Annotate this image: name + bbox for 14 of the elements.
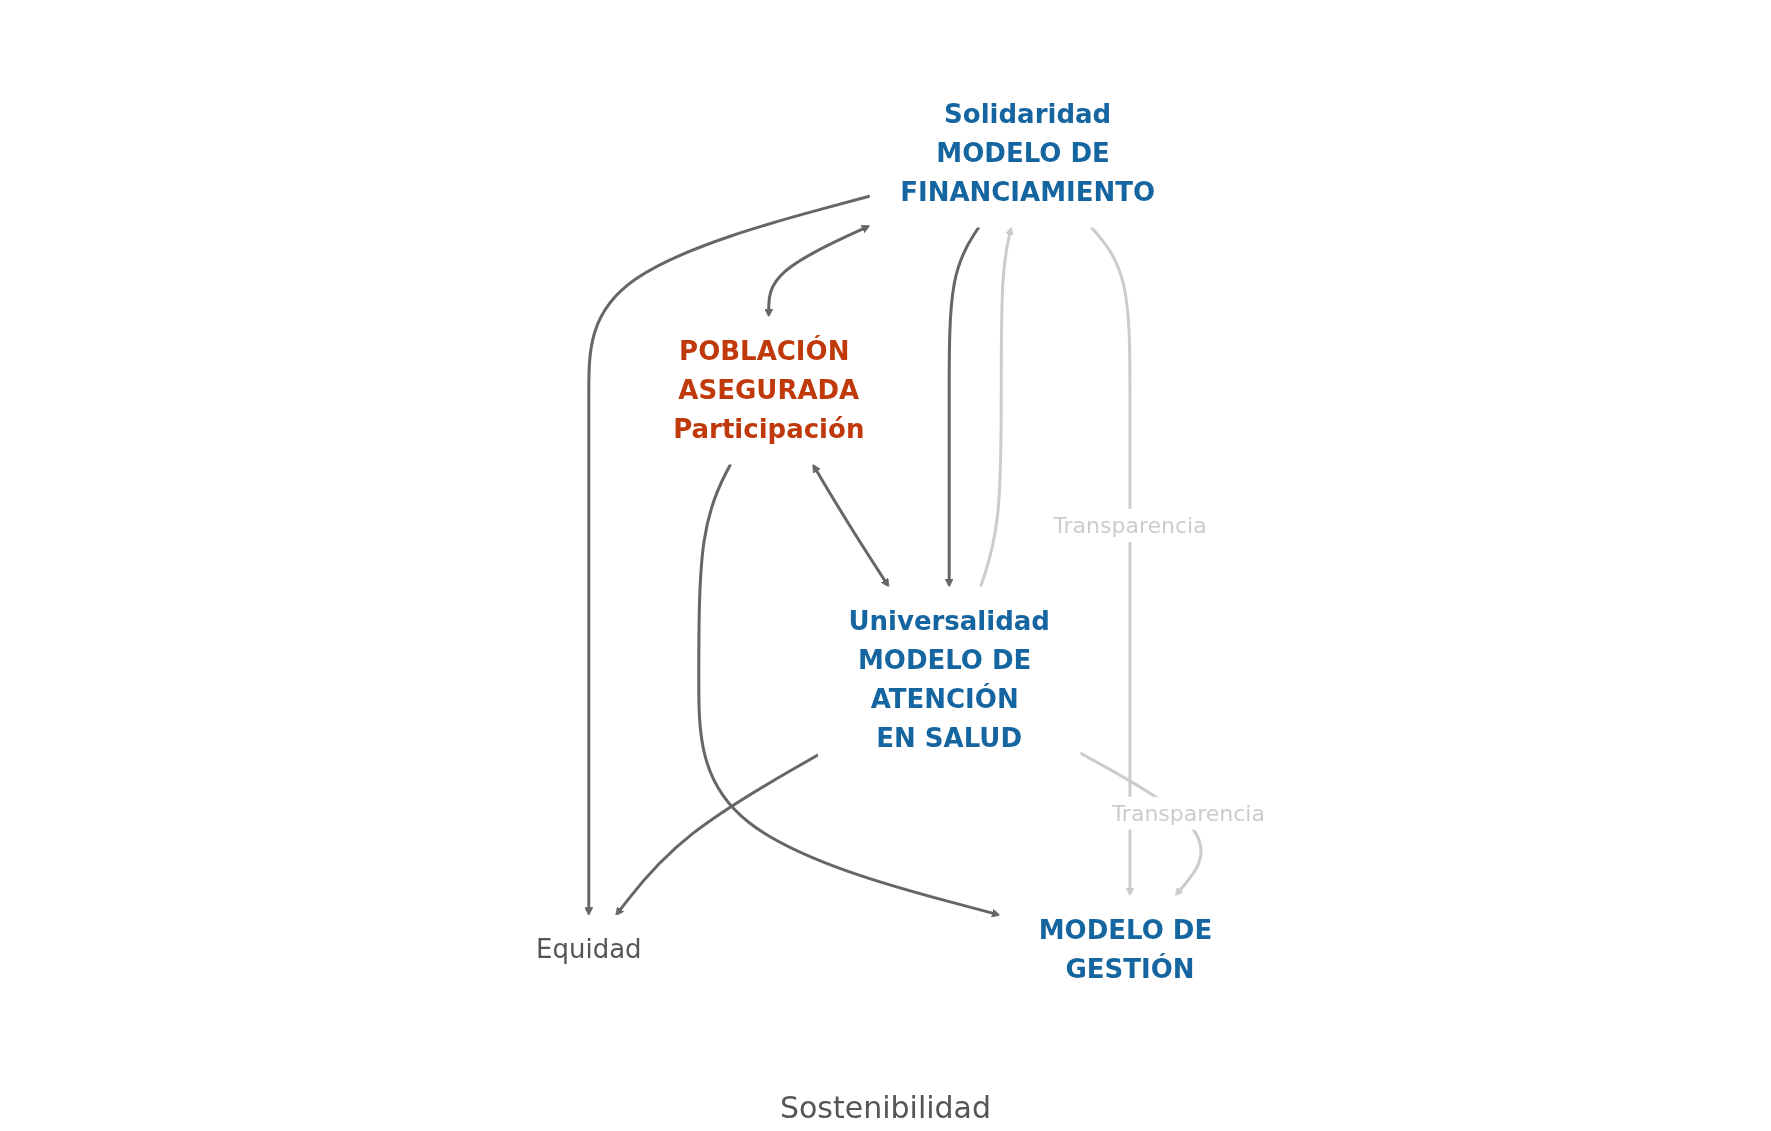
arrow	[812, 463, 890, 588]
node-text: MODELO DE GESTIÓN	[1038, 914, 1213, 984]
label-text: Sostenibilidad	[779, 1090, 992, 1125]
arrow	[764, 225, 871, 318]
node-text: POBLACIÓN ASEGURADA Participación	[673, 336, 865, 444]
arrow	[944, 226, 981, 588]
arrow	[1089, 226, 1135, 897]
node-text: Universalidad MODELO DE ATENCIÓN EN SALUD	[848, 605, 1050, 753]
arrow	[615, 753, 820, 916]
node-text: Solidaridad MODELO DE FINANCIAMIENTO	[900, 99, 1156, 207]
arrow	[697, 463, 1001, 918]
arrow	[584, 194, 871, 916]
arrow	[979, 226, 1014, 588]
node-text: Equidad	[536, 934, 642, 965]
